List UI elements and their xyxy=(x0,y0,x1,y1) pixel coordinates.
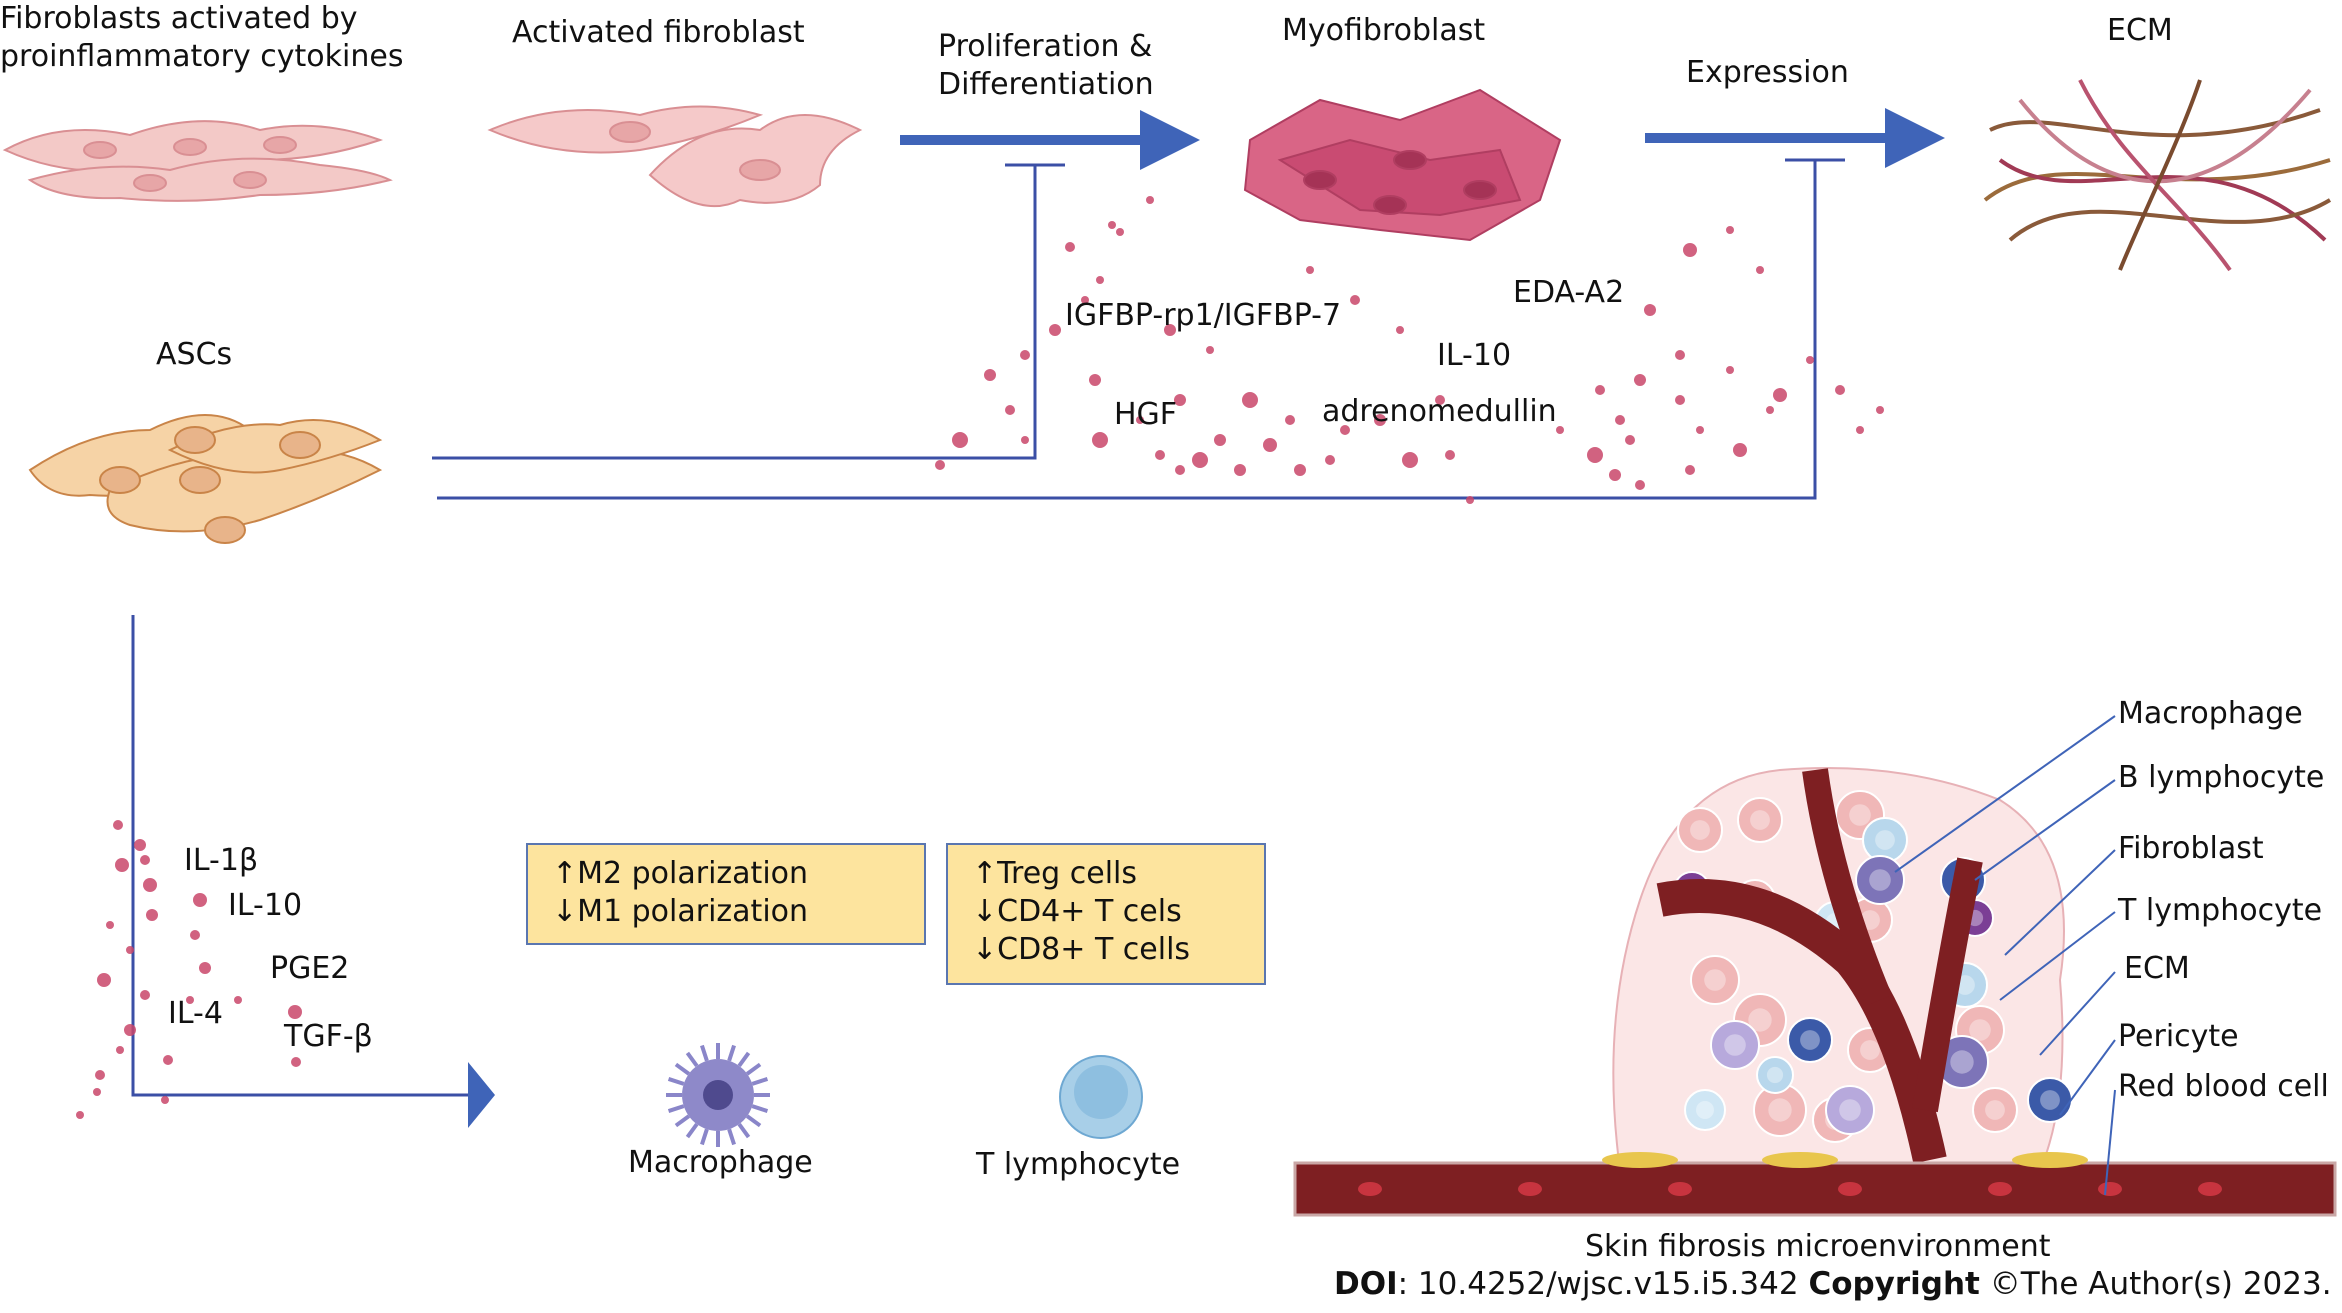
label-eda-a2: EDA-A2 xyxy=(1513,275,1625,310)
activated-fibroblast-illustration xyxy=(487,105,863,208)
legend-fibroblast: Fibroblast xyxy=(2118,831,2264,866)
box-m-line-1: ↑M2 polarization xyxy=(552,856,809,891)
legend-b-lymphocyte: B lymphocyte xyxy=(2118,760,2325,795)
ascs-illustration xyxy=(28,414,383,544)
label-proliferation-line2: Differentiation xyxy=(938,67,1154,102)
label-macrophage-bottom: Macrophage xyxy=(628,1145,813,1180)
skin-microenvironment-illustration xyxy=(1293,715,2337,1217)
label-myofibroblast: Myofibroblast xyxy=(1282,13,1486,48)
legend-t-lymphocyte: T lymphocyte xyxy=(2118,893,2323,928)
label-pge2: PGE2 xyxy=(270,951,350,986)
label-igfbp: IGFBP-rp1/IGFBP-7 xyxy=(1065,298,1342,333)
inhibition-line-proliferation xyxy=(432,163,1065,460)
label-il1b: IL-1β xyxy=(184,843,259,878)
copyright-value: ©The Author(s) 2023. xyxy=(1979,1266,2332,1302)
box-m-line-2: ↓M1 polarization xyxy=(552,894,809,929)
label-adrenomedullin: adrenomedullin xyxy=(1322,394,1557,429)
label-il10-left: IL-10 xyxy=(228,888,303,923)
myofibroblast-illustration xyxy=(1243,88,1562,242)
ecm-fibers-illustration xyxy=(1983,79,2332,272)
copyright-label: Copyright xyxy=(1808,1266,1980,1302)
doi-label: DOI xyxy=(1334,1266,1398,1302)
label-il10-top: IL-10 xyxy=(1437,338,1512,373)
doi-footer: DOI: 10.4252/wjsc.v15.i5.342 Copyright ©… xyxy=(1334,1266,2332,1302)
legend-pericyte: Pericyte xyxy=(2118,1019,2239,1054)
box-t-line-3: ↓CD8+ T cells xyxy=(972,932,1191,967)
label-proliferation-line1: Proliferation & xyxy=(938,29,1153,64)
ascs-immune-arrow xyxy=(131,615,495,1128)
box-t-line-1: ↑Treg cells xyxy=(972,856,1138,891)
label-fibroblasts-activated-line2: proinflammatory cytokines xyxy=(0,39,404,74)
label-il4: IL-4 xyxy=(168,996,223,1031)
box-t-line-2: ↓CD4+ T cels xyxy=(972,894,1182,929)
macrophage-cell-illustration xyxy=(666,1043,770,1147)
label-tgfb: TGF-β xyxy=(284,1019,373,1054)
label-hgf: HGF xyxy=(1114,397,1178,432)
fibroblasts-activated-illustration xyxy=(2,120,393,202)
label-skin-microenvironment: Skin fibrosis microenvironment xyxy=(1585,1229,2051,1264)
t-cell-box: ↑Treg cells ↓CD4+ T cels ↓CD8+ T cells xyxy=(946,843,1266,985)
legend-ecm: ECM xyxy=(2124,951,2190,986)
macrophage-polarization-box: ↑M2 polarization ↓M1 polarization xyxy=(526,843,926,945)
inhibition-line-expression xyxy=(437,158,1845,500)
legend-macrophage: Macrophage xyxy=(2118,696,2303,731)
secreted-factor-dots xyxy=(76,196,1884,1119)
label-ascs: ASCs xyxy=(156,337,233,372)
label-t-lymphocyte-bottom: T lymphocyte xyxy=(976,1147,1181,1182)
t-lymphocyte-cell-illustration xyxy=(1059,1055,1143,1139)
label-expression: Expression xyxy=(1686,55,1849,90)
legend-red-blood-cell: Red blood cell xyxy=(2118,1069,2329,1104)
label-ecm-top: ECM xyxy=(2107,13,2173,48)
label-fibroblasts-activated-line1: Fibroblasts activated by xyxy=(0,1,358,36)
label-activated-fibroblast: Activated fibroblast xyxy=(512,15,805,50)
doi-value: : 10.4252/wjsc.v15.i5.342 xyxy=(1397,1266,1809,1302)
